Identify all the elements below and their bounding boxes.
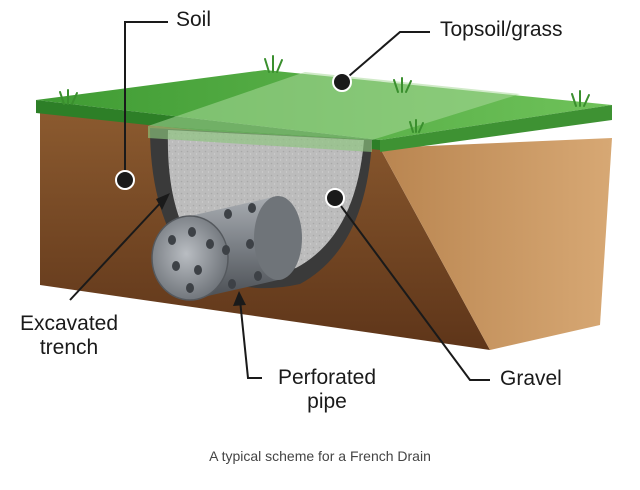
perforated-pipe-label: Perforated pipe <box>268 366 386 415</box>
perforated-pipe <box>151 196 302 301</box>
trench-arrow-head <box>156 193 170 210</box>
soil-label: Soil <box>176 8 212 31</box>
soil-right-face <box>380 138 612 350</box>
leader-markers <box>115 72 352 306</box>
topsoil-layer <box>148 72 520 140</box>
leader-lines <box>69 21 490 381</box>
pipe-arrow-head <box>233 291 246 306</box>
grass-right-edge <box>380 105 612 152</box>
gravel-marker-dot <box>325 188 345 208</box>
topsoil-label: Topsoil/grass <box>440 18 563 41</box>
figure-caption: A typical scheme for a French Drain <box>209 448 431 464</box>
excavated-trench-label-line2: trench <box>39 336 99 360</box>
perforated-pipe-label-line2: pipe <box>307 390 347 414</box>
grass-tufts <box>59 55 590 133</box>
soil-marker-dot <box>115 170 135 190</box>
topsoil-marker-dot <box>332 72 352 92</box>
gravel-label: Gravel <box>500 367 562 390</box>
excavated-trench-label: Excavated trench <box>14 312 124 361</box>
topsoil-layer-edge <box>148 126 372 152</box>
perforated-pipe-label-line1: Perforated <box>277 366 377 389</box>
excavated-trench-label-line1: Excavated <box>19 312 119 335</box>
